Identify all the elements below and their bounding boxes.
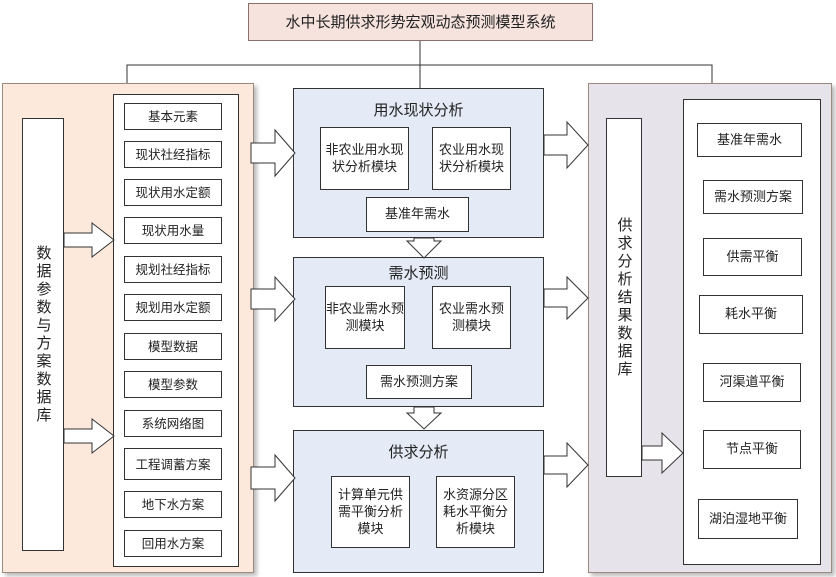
data-db-label: 数据参数与方案数据库 — [22, 118, 64, 551]
data-item: 基本元素 — [124, 103, 222, 130]
result-item: 耗水平衡 — [699, 295, 803, 334]
right-arrow-icon — [543, 275, 589, 321]
right-arrow-icon — [250, 453, 296, 503]
output-box: 基准年需水 — [366, 197, 469, 232]
data-items-column — [113, 94, 239, 567]
system-title: 水中长期供求形势宏观动态预测模型系统 — [248, 3, 593, 41]
result-item: 湖泊湿地平衡 — [698, 499, 798, 539]
down-arrow-icon — [405, 237, 443, 259]
module-box: 非农业用水现状分析模块 — [320, 127, 409, 190]
module-box: 农业用水现状分析模块 — [432, 127, 511, 190]
right-arrow-icon — [63, 221, 115, 259]
data-item: 现状社经指标 — [124, 141, 222, 168]
data-item: 现状用水量 — [124, 217, 222, 244]
data-item: 系统网络图 — [124, 410, 222, 437]
right-arrow-icon — [250, 275, 296, 323]
data-item: 规划用水定额 — [124, 294, 222, 321]
panel-title: 用水现状分析 — [373, 101, 464, 119]
right-arrow-icon — [543, 120, 589, 170]
result-item: 基准年需水 — [697, 123, 802, 157]
result-item: 供需平衡 — [703, 238, 802, 276]
right-arrow-icon — [63, 417, 115, 455]
results-db-label: 供求分析结果数据库 — [606, 118, 642, 477]
data-item: 工程调蓄方案 — [124, 448, 222, 480]
right-arrow-icon — [641, 431, 684, 475]
data-item: 现状用水定额 — [124, 179, 222, 206]
data-item: 回用水方案 — [124, 530, 222, 557]
module-box: 计算单元供需平衡分析模块 — [331, 476, 410, 548]
data-item: 模型数据 — [124, 333, 222, 360]
data-item: 规划社经指标 — [124, 256, 222, 283]
module-box: 水资源分区耗水平衡分析模块 — [436, 476, 515, 548]
panel-title: 需水预测 — [388, 264, 449, 282]
output-box: 需水预测方案 — [366, 365, 472, 399]
result-item: 需水预测方案 — [703, 180, 803, 214]
module-box: 农业需水预测模块 — [432, 286, 511, 349]
panel-title: 供求分析 — [388, 443, 449, 461]
data-item: 模型参数 — [124, 371, 222, 398]
down-arrow-icon — [405, 406, 443, 430]
right-arrow-icon — [543, 441, 589, 489]
right-arrow-icon — [250, 128, 296, 178]
data-item: 地下水方案 — [124, 491, 222, 518]
result-item: 河渠道平衡 — [703, 363, 801, 402]
result-item: 节点平衡 — [703, 430, 801, 469]
module-box: 非农业需水预测模块 — [325, 286, 405, 349]
